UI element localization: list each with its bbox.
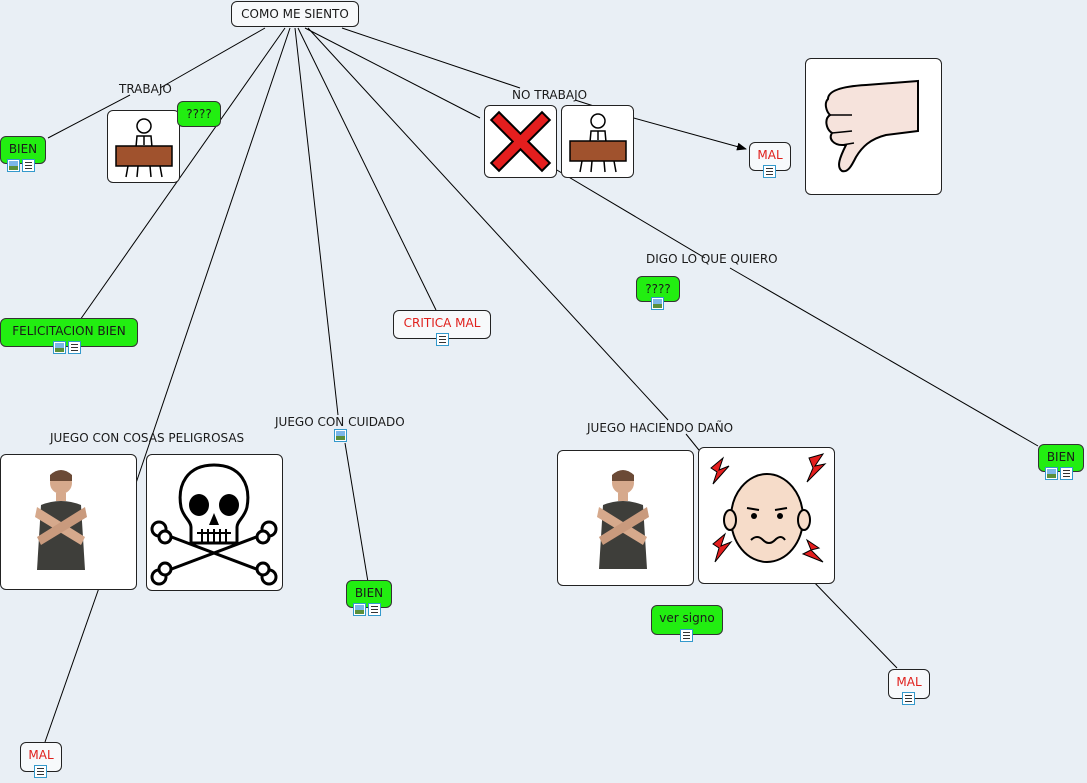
resource-icons[interactable]	[34, 765, 47, 778]
node-label: BIEN	[1046, 450, 1076, 464]
node-label: MAL	[896, 675, 922, 689]
person-signing-icon	[597, 470, 649, 569]
link-label-trabajo: TRABAJO	[119, 82, 172, 96]
node-label: CRITICA MAL	[403, 316, 481, 330]
image-resource-icon[interactable]	[353, 603, 366, 616]
worker-desk-icon	[115, 118, 173, 178]
link-label-juego-peligrosas: JUEGO CON COSAS PELIGROSAS	[50, 431, 245, 445]
link-label-juego-cuidado: JUEGO CON CUIDADO	[275, 415, 405, 429]
resource-icons[interactable]	[1045, 467, 1073, 480]
document-resource-icon[interactable]	[34, 765, 47, 778]
document-resource-icon[interactable]	[68, 341, 81, 354]
node-label: ????	[645, 282, 671, 296]
resource-icons[interactable]	[353, 603, 381, 616]
cross-icon	[489, 110, 552, 173]
red-x-picture[interactable]	[484, 105, 557, 178]
image-resource-icon[interactable]	[7, 159, 20, 172]
thumbs-down-picture[interactable]	[805, 58, 942, 195]
resource-icons[interactable]	[53, 341, 81, 354]
node-label: FELICITACION BIEN	[12, 324, 126, 338]
document-resource-icon[interactable]	[1060, 467, 1073, 480]
image-resource-icon[interactable]	[1045, 467, 1058, 480]
skull-crossbones-icon	[150, 463, 278, 586]
resource-icons[interactable]	[680, 629, 693, 642]
worker-desk-picture[interactable]	[107, 110, 180, 183]
node-label: ????	[186, 107, 212, 121]
document-resource-icon[interactable]	[902, 692, 915, 705]
document-resource-icon[interactable]	[368, 603, 381, 616]
skull-picture[interactable]	[146, 454, 283, 591]
link-label-no-trabajo: NO TRABAJO	[512, 88, 588, 102]
node-label: MAL	[757, 148, 783, 162]
resource-icons[interactable]	[7, 159, 35, 172]
person-signing-icon	[35, 470, 87, 570]
node-ver-signo[interactable]: ver signo	[651, 605, 723, 635]
thumbs-down-icon	[824, 79, 919, 173]
image-resource-icon[interactable]	[53, 341, 66, 354]
pain-face-picture[interactable]	[698, 447, 835, 584]
document-resource-icon[interactable]	[680, 629, 693, 642]
resource-icons[interactable]	[436, 333, 449, 346]
document-resource-icon[interactable]	[763, 165, 776, 178]
root-label: COMO ME SIENTO	[241, 7, 349, 21]
node-label: ver signo	[659, 611, 715, 625]
worker-desk-icon	[569, 113, 627, 173]
sign-person-picture-2[interactable]	[557, 450, 694, 586]
pain-face-icon	[710, 453, 827, 563]
image-resource-icon[interactable]	[651, 297, 664, 310]
link-label-juego-dano: JUEGO HACIENDO DAÑO	[587, 421, 734, 435]
root-node[interactable]: COMO ME SIENTO	[231, 1, 359, 27]
resource-icons[interactable]	[902, 692, 915, 705]
document-resource-icon[interactable]	[22, 159, 35, 172]
node-question-trabajo[interactable]: ????	[177, 101, 221, 127]
image-resource-icon[interactable]	[334, 429, 347, 442]
node-label: BIEN	[8, 142, 38, 156]
resource-icons[interactable]	[651, 297, 664, 310]
node-label: BIEN	[354, 586, 384, 600]
node-label: MAL	[28, 748, 54, 762]
sign-person-picture[interactable]	[0, 454, 137, 590]
document-resource-icon[interactable]	[436, 333, 449, 346]
resource-icons[interactable]	[334, 429, 347, 442]
worker-desk-picture-2[interactable]	[561, 105, 634, 178]
link-label-digo: DIGO LO QUE QUIERO	[646, 252, 778, 266]
resource-icons[interactable]	[763, 165, 776, 178]
